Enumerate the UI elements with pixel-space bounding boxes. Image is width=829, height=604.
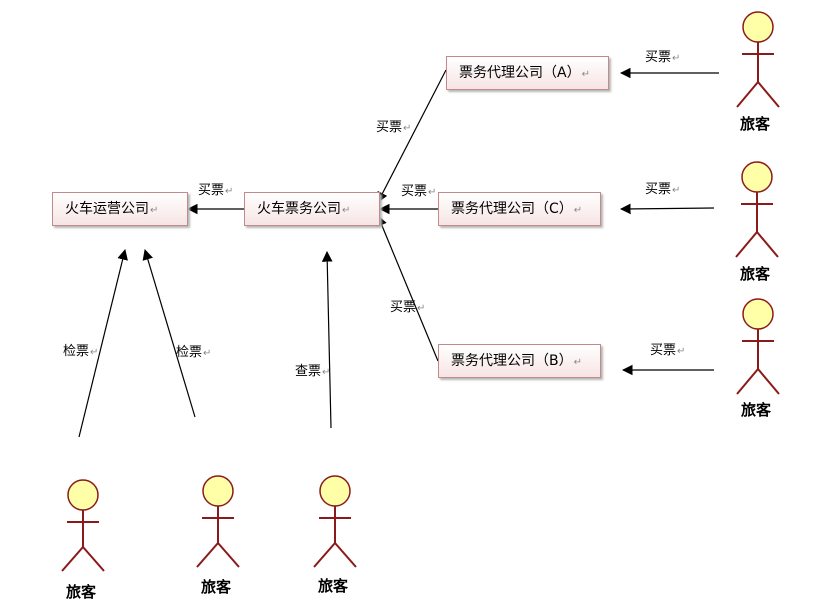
agent-c-box: 票务代理公司（C）↵: [438, 192, 601, 226]
edge-label-buy-agent-c: 买票↵: [401, 184, 437, 199]
passenger-figure-c: [735, 161, 779, 258]
edge-label-inspect: 查票↵: [295, 364, 331, 379]
passenger-label-bottom-1: 旅客: [66, 583, 97, 601]
passenger-figure-bottom-1: [61, 479, 105, 572]
agent-b-box: 票务代理公司（B）↵: [438, 344, 601, 378]
agent-c-label: 票务代理公司（C）: [451, 201, 573, 217]
edge-label-buy-service: 买票↵: [198, 183, 234, 198]
arrow-agent-b-to-ticket-service: [376, 215, 439, 362]
arrow-inspect: [321, 250, 333, 429]
edge-label-check-2: 检票↵: [176, 345, 212, 360]
agent-b-label: 票务代理公司（B）: [451, 353, 573, 369]
railway-operator-label: 火车运营公司: [65, 201, 149, 217]
arrow-check-1: [78, 248, 128, 438]
edge-label-check-1: 检票↵: [63, 344, 99, 359]
passenger-figure-bottom-3: [313, 475, 357, 568]
ticket-service-label: 火车票务公司: [257, 201, 341, 217]
passenger-figure-a: [736, 11, 780, 108]
edge-label-buy-agent-b: 买票↵: [390, 300, 426, 315]
arrow-check-2: [142, 248, 196, 418]
edge-label-buy-c: 买票↵: [645, 182, 681, 197]
railway-operator-box: 火车运营公司↵: [52, 192, 188, 226]
passenger-label-bottom-2: 旅客: [201, 578, 232, 596]
edge-label-buy-a: 买票↵: [645, 50, 681, 65]
passenger-label-b: 旅客: [741, 401, 772, 419]
passenger-figure-bottom-2: [196, 475, 240, 568]
arrow-passenger-to-agent-c: [619, 203, 715, 215]
agent-a-label: 票务代理公司（A）: [459, 65, 581, 81]
passenger-label-bottom-3: 旅客: [318, 577, 349, 595]
passenger-label-a: 旅客: [740, 115, 771, 133]
passenger-figure-b: [736, 298, 780, 395]
ticket-service-box: 火车票务公司↵: [244, 192, 380, 226]
edge-label-buy-agent-a: 买票↵: [376, 120, 412, 135]
edge-label-buy-b: 买票↵: [650, 343, 686, 358]
passenger-label-c: 旅客: [740, 265, 771, 283]
agent-a-box: 票务代理公司（A）↵: [446, 56, 609, 90]
arrow-agent-a-to-ticket-service: [377, 69, 447, 203]
